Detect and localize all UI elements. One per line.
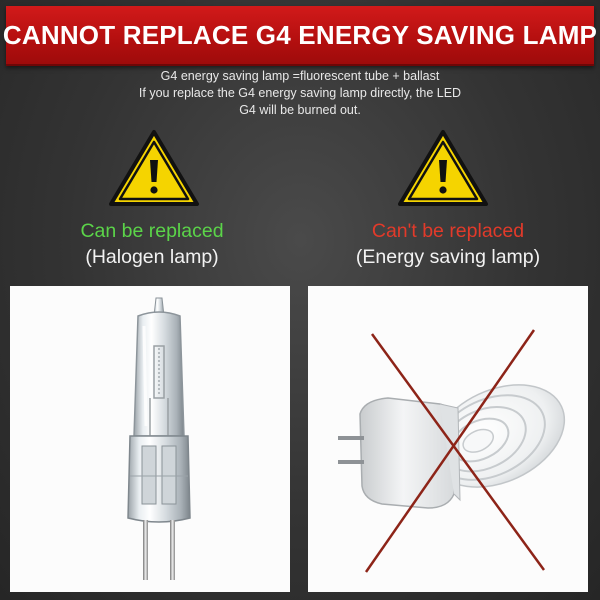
description-line-2: If you replace the G4 energy saving lamp… [138,86,462,100]
description: G4 energy saving lamp =fluorescent tube … [0,68,600,119]
left-caption: Can be replaced (Halogen lamp) [22,218,282,270]
status-cannot-replace: Can't be replaced [371,220,525,242]
lamp-type-halogen: (Halogen lamp) [85,246,219,268]
title-banner: CANNOT REPLACE G4 ENERGY SAVING LAMP [2,6,598,66]
description-line-3: G4 will be burned out. [239,103,361,117]
warning-triangle-icon [107,128,201,208]
warning-triangle-icon [396,128,490,208]
lamp-type-energy-saving: (Energy saving lamp) [355,246,541,268]
energy-saving-lamp-image [308,286,588,592]
description-line-1: G4 energy saving lamp =fluorescent tube … [160,69,440,83]
halogen-lamp-image [10,286,290,592]
right-caption: Can't be replaced (Energy saving lamp) [318,218,578,270]
status-can-replace: Can be replaced [80,220,224,242]
banner-title: CANNOT REPLACE G4 ENERGY SAVING LAMP [2,19,598,50]
